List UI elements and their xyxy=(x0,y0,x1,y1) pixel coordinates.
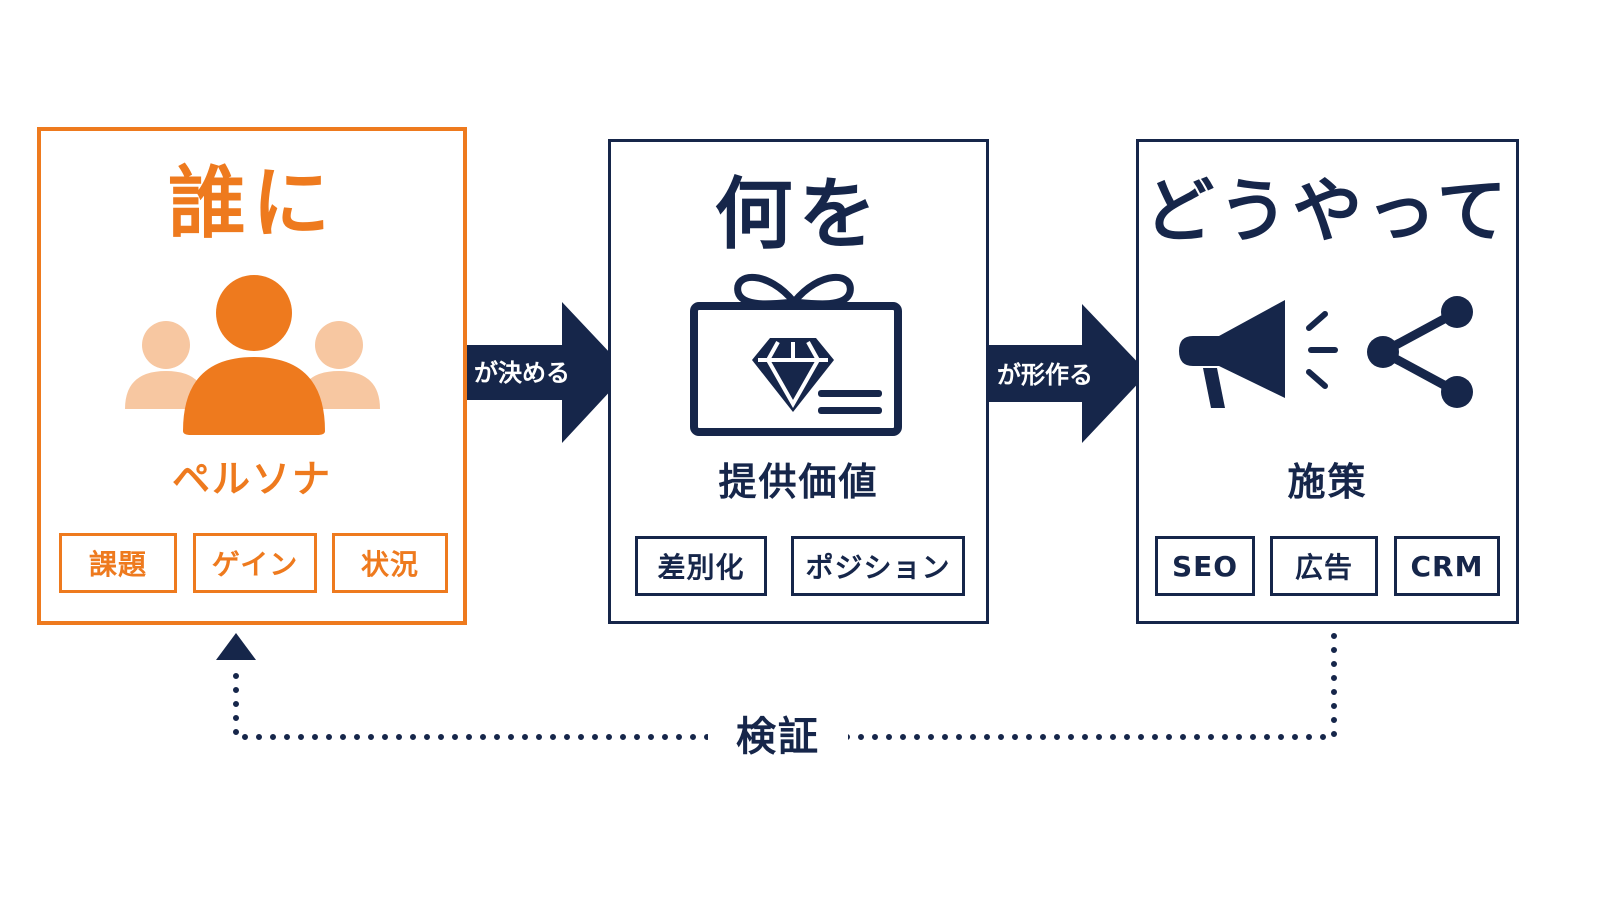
value-heading: 何を xyxy=(714,170,883,260)
tag-differentiation: 差別化 xyxy=(635,536,767,596)
tag-position: ポジション xyxy=(791,536,965,596)
tag-ads: 広告 xyxy=(1270,536,1378,596)
value-label: 提供価値 xyxy=(718,460,879,504)
tag-situation: 状況 xyxy=(332,533,448,593)
gift-diamond-icon xyxy=(690,274,902,436)
value-panel: 何を 提供価値 差別化 ポジション xyxy=(608,139,989,624)
persona-group-icon xyxy=(125,275,380,435)
arrow-label-shapes: が形作る xyxy=(997,361,1093,389)
tag-seo: SEO xyxy=(1155,536,1255,596)
tag-challenge: 課題 xyxy=(59,533,177,593)
share-icon xyxy=(1367,296,1473,408)
tag-crm: CRM xyxy=(1394,536,1500,596)
persona-label: ペルソナ xyxy=(171,457,332,501)
tag-gain: ゲイン xyxy=(193,533,317,593)
feedback-loop-label: 検証 xyxy=(708,712,848,762)
tactics-label: 施策 xyxy=(1287,460,1368,504)
feedback-loop-arrowhead xyxy=(216,633,256,660)
tactics-panel: どうやって 施策 SEO 広告 CRM xyxy=(1136,139,1519,624)
arrow-label-decides: が決める xyxy=(474,359,570,387)
tactics-heading: どうやって xyxy=(1144,170,1511,252)
persona-panel: 誰に ペルソナ 課題 ゲイン 状況 xyxy=(37,127,467,625)
megaphone-icon xyxy=(1179,300,1338,408)
persona-heading: 誰に xyxy=(167,159,336,249)
